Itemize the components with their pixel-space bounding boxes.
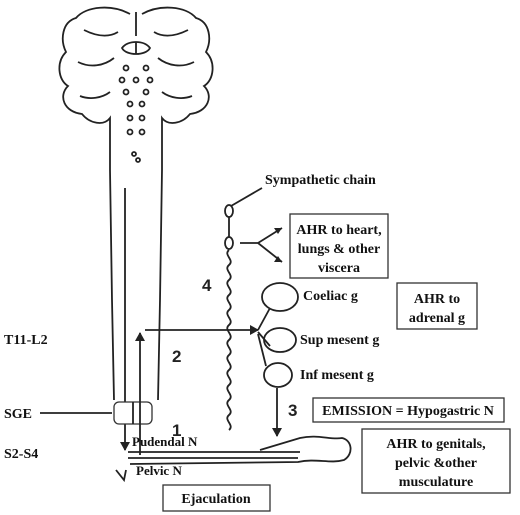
coeliac-label: Coeliac g bbox=[303, 289, 358, 304]
emission-box bbox=[312, 397, 505, 423]
sup-mesent-ganglion bbox=[263, 327, 297, 353]
ahr-adrenal-box bbox=[396, 282, 478, 330]
pathway-number-2: 2 bbox=[172, 347, 181, 366]
ahr-genitals-line3: musculature bbox=[399, 475, 473, 490]
brainstem-nuclei bbox=[118, 41, 154, 163]
pathway-number-1: 1 bbox=[172, 421, 181, 440]
ahr-genitals-box bbox=[361, 428, 511, 494]
sympathetic-chain bbox=[224, 187, 263, 431]
brain-outline bbox=[58, 6, 214, 483]
penis-outline bbox=[129, 435, 352, 465]
s2-s4-label: S2-S4 bbox=[4, 447, 38, 462]
inf-mesent-ganglion bbox=[263, 362, 293, 388]
pudendal-label: Pudendal N bbox=[132, 434, 198, 449]
t11-l2-label: T11-L2 bbox=[4, 333, 48, 348]
ahr-heart-box bbox=[289, 213, 389, 279]
ganglia-connectors bbox=[257, 307, 271, 367]
pelvic-label: Pelvic N bbox=[136, 463, 182, 478]
pathway-number-3: 3 bbox=[288, 401, 297, 420]
ahr-genitals-line1: AHR to genitals, bbox=[386, 437, 485, 452]
inf-mesent-label: Inf mesent g bbox=[300, 368, 374, 383]
ejaculation-label: Ejaculation bbox=[181, 492, 250, 507]
pathway-number-4: 4 bbox=[202, 276, 212, 295]
ahr-heart-line2: lungs & other bbox=[298, 242, 380, 257]
emission-label: EMISSION = Hypogastric N bbox=[322, 404, 494, 419]
ahr-adrenal-line2: adrenal g bbox=[409, 311, 465, 326]
ejaculation-box bbox=[162, 484, 271, 512]
ahr-genitals-line2: pelvic &other bbox=[395, 456, 477, 471]
ahr-heart-line1: AHR to heart, bbox=[296, 223, 381, 238]
sup-mesent-label: Sup mesent g bbox=[300, 333, 379, 348]
ahr-heart-line3: viscera bbox=[318, 261, 360, 276]
sympathetic-chain-label: Sympathetic chain bbox=[265, 173, 376, 188]
viscera-branches bbox=[240, 227, 283, 263]
coeliac-ganglion bbox=[261, 282, 299, 312]
sge-label: SGE bbox=[4, 407, 32, 422]
ahr-adrenal-line1: AHR to bbox=[414, 292, 460, 307]
